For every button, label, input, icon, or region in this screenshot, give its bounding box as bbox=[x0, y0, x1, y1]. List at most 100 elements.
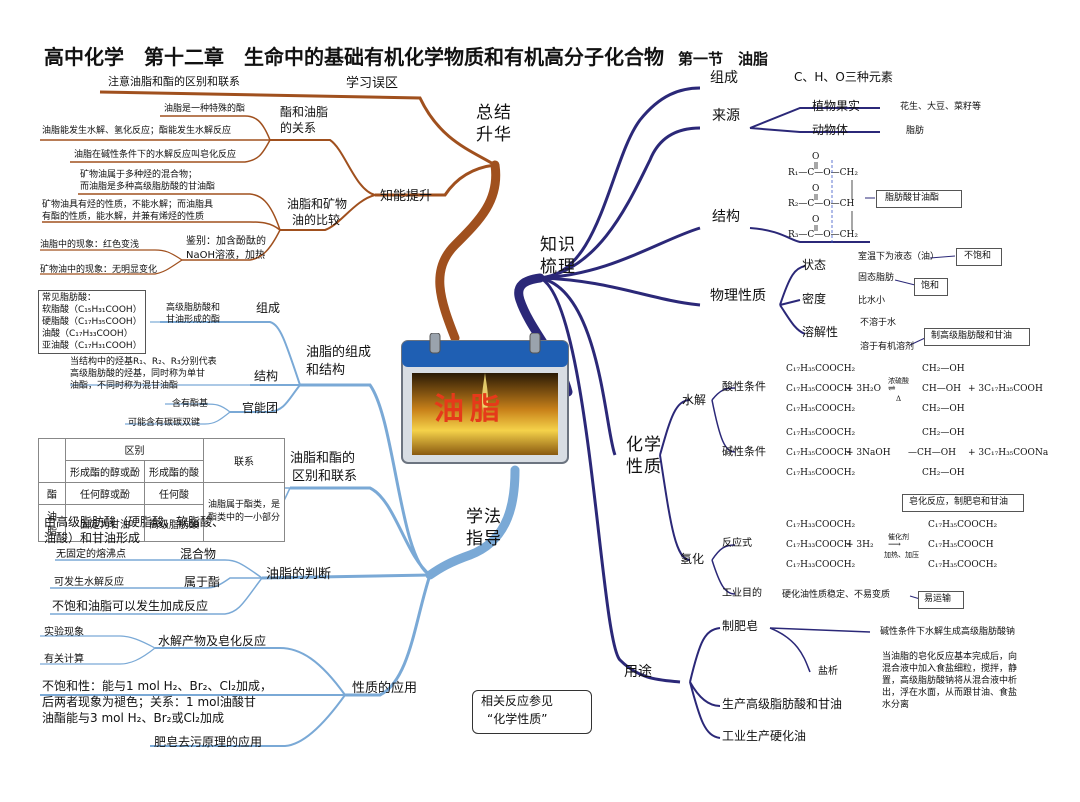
common-acids-4: 亚油酸（C₁₇H₃₁COOH） bbox=[42, 341, 142, 351]
prep-note-box: 制高级脂肪酸和甘油 bbox=[924, 328, 1030, 346]
acid-reactant-1: C₁₇H₃₅COOCH₂ bbox=[786, 364, 856, 374]
ks-density: 密度 bbox=[802, 292, 827, 306]
common-acids-0: 常见脂肪酸： bbox=[42, 293, 97, 303]
judge-mix-label: 混合物 bbox=[180, 547, 217, 561]
ks-state: 状态 bbox=[802, 258, 827, 272]
acid-plus-water: + 3H₂O bbox=[846, 384, 881, 394]
alkali-reactant-1: C₁₇H₃₅COOCH₂ bbox=[786, 428, 856, 438]
table-fat-acid: 高级脂肪酸 bbox=[144, 504, 204, 542]
compare-item-1a: 矿物油属于多种烃的混合物； bbox=[80, 170, 198, 180]
diff-note-1: 由高级脂肪酸（硬脂酸、软脂酸、 bbox=[44, 515, 225, 529]
ks-state-solid: 固态脂肪 bbox=[858, 273, 895, 283]
h-product-3: C₁₇H₃₅COOCH₂ bbox=[928, 560, 998, 570]
h-reactant-1: C₁₇H₃₃COOCH₂ bbox=[786, 520, 856, 530]
use-salting: 盐析 bbox=[818, 666, 838, 677]
judge-ester-note: 可发生水解反应 bbox=[54, 577, 124, 588]
app-unsat-2: 后两者现象为褪色；关系：1 mol油酸甘 bbox=[42, 695, 256, 709]
judge-mix-note: 无固定的熔沸点 bbox=[56, 549, 126, 560]
reference-callout: 相关反应参见 “化学性质” bbox=[472, 690, 592, 734]
judge-ester-label: 属于酯 bbox=[184, 575, 221, 589]
study-errors-note: 注意油脂和酯的区别和联系 bbox=[108, 75, 240, 88]
h-product-2: C₁₇H₃₅COOCH bbox=[928, 540, 994, 550]
compare-item-2b: 有酯的性质，能水解，并兼有烯烃的性质 bbox=[42, 212, 205, 222]
comp-label: 组成 bbox=[256, 301, 281, 315]
industrial-tag-box: 易运输 bbox=[918, 591, 964, 609]
table-link-2: 酯类中的一小部分 bbox=[208, 513, 281, 523]
table-fat-alcohol: 固定为甘油 bbox=[65, 504, 145, 542]
app-exp: 实验现象 bbox=[44, 627, 84, 638]
ks-animal-examples: 脂肪 bbox=[906, 126, 925, 136]
study-errors-label: 学习误区 bbox=[346, 76, 399, 91]
composition-label-2: 和结构 bbox=[306, 363, 346, 378]
alkali-plus-naoh: + 3NaOH bbox=[846, 448, 891, 458]
hydrolysis-label: 水解 bbox=[682, 393, 707, 407]
compare-item-1b: 而油脂是多种高级脂肪酸的甘油酯 bbox=[80, 182, 216, 192]
ks-composition-label: 组成 bbox=[710, 70, 738, 86]
h-product-1: C₁₇H₃₅COOCH₂ bbox=[928, 520, 998, 530]
salting-desc-3: 出，浮在水面，从而跟甘油、食盐 bbox=[882, 688, 1018, 698]
liquid-tag-box: 不饱和 bbox=[956, 248, 1002, 266]
app-unsat-1: 不饱和性：能与1 mol H₂、Br₂、Cl₂加成， bbox=[42, 679, 272, 693]
table-head-link: 联系 bbox=[202, 438, 286, 483]
composition-label-1: 油脂的组成 bbox=[306, 345, 372, 360]
app-unsat-3: 油酯能与3 mol H₂、Br₂或Cl₂加成 bbox=[42, 711, 224, 725]
knowledge-label: 知能提升 bbox=[380, 189, 433, 204]
summary-label-1: 总结 bbox=[476, 103, 512, 123]
h-catalyst-2: 加热、加压 bbox=[884, 551, 919, 559]
acid-cond-label: 酸性条件 bbox=[722, 380, 766, 393]
method-label-2: 指导 bbox=[466, 529, 502, 549]
relation-item-1: 油脂是一种特殊的酯 bbox=[164, 104, 246, 114]
industrial-tag: 易运输 bbox=[924, 594, 952, 604]
diff-label-2: 区别和联系 bbox=[292, 469, 358, 484]
acid-product-acid: + 3C₁₇H₃₅COOH bbox=[968, 384, 1043, 394]
acid-reactant-3: C₁₇H₃₅COOCH₂ bbox=[786, 404, 856, 414]
use-produce-acid: 生产高级脂肪酸和甘油 bbox=[722, 697, 843, 711]
chemical-label-1: 化学 bbox=[626, 435, 662, 455]
ks-animal: 动物体 bbox=[812, 123, 849, 137]
page-title: 高中化学 第十二章 生命中的基础有机化学物质和有机高分子化合物第一节 油脂 bbox=[44, 46, 768, 69]
struct-desc-0: 当结构中的烃基R₁、R₂、R₃分别代表 bbox=[70, 357, 217, 367]
struct-r3: R₃—C—O—CH₂ bbox=[788, 230, 858, 240]
salting-desc-0: 当油脂的皂化反应基本完成后，向 bbox=[882, 652, 1018, 662]
ks-plant: 植物果实 bbox=[812, 99, 861, 113]
structure-note-box: 脂肪酸甘油酯 bbox=[876, 190, 962, 208]
solid-tag: 饱和 bbox=[921, 281, 940, 291]
acid-heat: Δ bbox=[896, 395, 902, 403]
comparison-table: 区别 联系 形成酯的醇或酚 形成酯的酸 酯 任何醇或酚 任何酸 油脂属于酯类，是… bbox=[38, 438, 286, 542]
ks-composition-value: C、H、O三种元素 bbox=[794, 70, 893, 84]
acid-reactant-2: C₁₇H₃₅COOCH bbox=[786, 384, 852, 394]
center-node: 油脂 bbox=[400, 332, 570, 465]
judge-unsat-note: 不饱和油脂可以发生加成反应 bbox=[52, 599, 209, 613]
h-plus-h2: + 3H₂ bbox=[846, 540, 874, 550]
title-section: 第一节 油脂 bbox=[678, 50, 769, 68]
alkali-product-3: CH₂—OH bbox=[922, 468, 965, 478]
prep-note: 制高级脂肪酸和甘油 bbox=[931, 331, 1013, 341]
struct-label: 结构 bbox=[254, 369, 279, 383]
solid-tag-box: 饱和 bbox=[914, 278, 948, 296]
h-reactant-3: C₁₇H₃₃COOCH₂ bbox=[786, 560, 856, 570]
ks-plant-examples: 花生、大豆、菜籽等 bbox=[900, 102, 982, 112]
relation-item-3: 油脂在碱性条件下的水解反应叫皂化反应 bbox=[74, 150, 237, 160]
fat-phenomenon: 油脂中的现象：红色变浅 bbox=[40, 240, 140, 250]
reference-line-2: “化学性质” bbox=[487, 712, 548, 726]
func-label: 官能团 bbox=[242, 401, 279, 415]
liquid-tag: 不饱和 bbox=[964, 251, 992, 261]
title-main: 高中化学 第十二章 生命中的基础有机化学物质和有机高分子化合物 bbox=[44, 45, 664, 69]
structure-note: 脂肪酸甘油酯 bbox=[885, 193, 940, 203]
table-link-1: 油脂属于酯类，是 bbox=[208, 500, 281, 511]
struct-o-1: O bbox=[812, 152, 820, 162]
struct-r2: R₂—C—O—CH bbox=[788, 199, 855, 209]
method-label-1: 学法 bbox=[466, 507, 502, 527]
salting-desc-1: 混合液中加入食盐细粒，搅拌，静 bbox=[882, 664, 1018, 674]
compare-label-2: 油的比较 bbox=[292, 213, 341, 227]
struct-r1: R₁—C—O—CH₂ bbox=[788, 168, 858, 178]
center-label: 油脂 bbox=[434, 392, 506, 427]
acid-product-3: CH₂—OH bbox=[922, 404, 965, 414]
use-soap-desc: 碱性条件下水解生成高级脂肪酸钠 bbox=[880, 627, 1016, 637]
chemical-label-2: 性质 bbox=[626, 457, 662, 477]
reference-line-1: 相关反应参见 bbox=[481, 694, 554, 708]
ks-state-liquid: 室温下为液态（油） bbox=[858, 252, 940, 262]
h-reactant-2: C₁₇H₃₃COOCH bbox=[786, 540, 852, 550]
common-acids-1: 软脂酸（C₁₅H₃₁COOH） bbox=[42, 305, 142, 315]
application-label: 性质的应用 bbox=[352, 681, 418, 696]
